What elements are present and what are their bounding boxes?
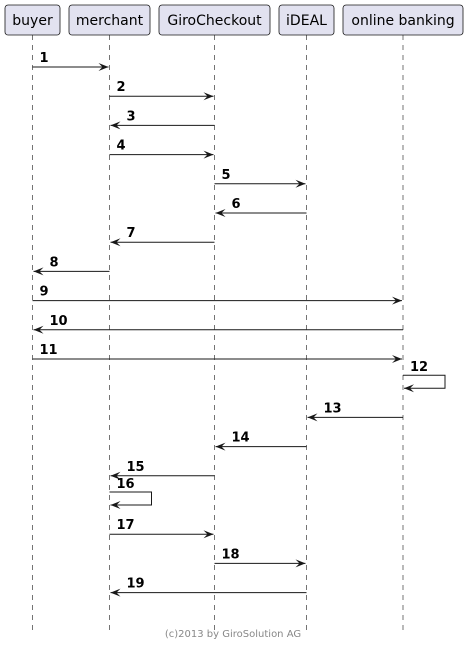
participant-label-ideal: iDEAL <box>286 13 327 29</box>
participant-label-buyer: buyer <box>12 13 53 29</box>
message-14: 14 <box>215 431 307 451</box>
message-4: 4 <box>109 139 214 159</box>
message-2: 2 <box>109 80 214 101</box>
message-label: 17 <box>117 518 135 533</box>
participant-buyer: buyer <box>4 4 61 36</box>
arrow-head <box>295 559 306 568</box>
message-15: 15 <box>110 460 215 480</box>
message-9: 9 <box>32 285 402 305</box>
message-17: 17 <box>109 518 214 539</box>
lifelines <box>32 35 404 632</box>
arrow-head <box>295 179 306 188</box>
arrow-head <box>404 384 414 393</box>
message-19: 19 <box>110 577 307 597</box>
participant-merchant: merchant <box>68 4 151 36</box>
participant-box-onlinebanking <box>342 4 464 36</box>
message-label: 2 <box>117 80 126 95</box>
message-label: 18 <box>222 547 240 562</box>
arrow-head <box>203 150 214 159</box>
arrow-head <box>110 588 121 597</box>
arrow-head <box>110 238 121 247</box>
participant-label-onlinebanking: online banking <box>351 13 454 29</box>
message-7: 7 <box>110 226 215 247</box>
participant-onlinebanking: online banking <box>342 4 464 36</box>
arrow-head <box>307 413 318 422</box>
message-label: 19 <box>127 577 145 592</box>
arrow-head <box>392 296 402 305</box>
participant-label-girocheckout: GiroCheckout <box>167 13 262 29</box>
message-1: 1 <box>32 51 109 71</box>
message-label: 11 <box>40 343 58 358</box>
participant-box-girocheckout <box>158 4 271 36</box>
message-label: 4 <box>117 139 126 154</box>
message-label: 16 <box>117 477 135 492</box>
message-5: 5 <box>214 168 306 188</box>
copyright-footer: (c)2013 by GiroSolution AG <box>165 629 301 640</box>
arrow-head <box>215 442 226 451</box>
message-11: 11 <box>32 343 402 363</box>
message-18: 18 <box>214 547 306 568</box>
participant-box-buyer <box>4 4 61 36</box>
message-8: 8 <box>33 255 110 276</box>
message-16: 16 <box>109 477 152 509</box>
participant-girocheckout: GiroCheckout <box>158 4 271 36</box>
message-label: 12 <box>410 360 428 375</box>
arrow-head <box>33 267 44 276</box>
message-label: 15 <box>127 460 145 475</box>
message-label: 1 <box>40 51 49 66</box>
participant-ideal: iDEAL <box>278 4 335 36</box>
arrow-head <box>110 121 121 130</box>
participant-box-ideal <box>278 4 335 36</box>
message-10: 10 <box>33 314 403 334</box>
message-label: 9 <box>40 285 49 300</box>
arrow-head <box>110 501 121 509</box>
message-6: 6 <box>215 197 307 217</box>
arrow-head <box>215 209 226 217</box>
message-3: 3 <box>110 109 215 130</box>
participant-box-merchant <box>68 4 151 36</box>
message-label: 5 <box>222 168 231 183</box>
message-line <box>109 491 152 506</box>
message-label: 10 <box>50 314 68 329</box>
message-label: 8 <box>50 255 59 270</box>
arrow-head <box>110 471 121 480</box>
arrow-head <box>98 63 109 71</box>
message-12: 12 <box>403 360 446 393</box>
message-label: 13 <box>324 401 342 416</box>
message-label: 14 <box>232 431 250 446</box>
message-line <box>403 374 446 389</box>
arrow-head <box>33 325 44 334</box>
participant-label-merchant: merchant <box>76 13 144 29</box>
message-label: 7 <box>127 226 136 241</box>
arrow-head <box>203 530 214 539</box>
message-label: 3 <box>127 109 136 124</box>
arrow-head <box>203 92 214 101</box>
message-13: 13 <box>307 401 403 422</box>
message-label: 6 <box>232 197 241 212</box>
arrow-head <box>392 355 402 363</box>
participants: buyer merchant GiroCheckout iDEAL online ban… <box>4 4 464 36</box>
